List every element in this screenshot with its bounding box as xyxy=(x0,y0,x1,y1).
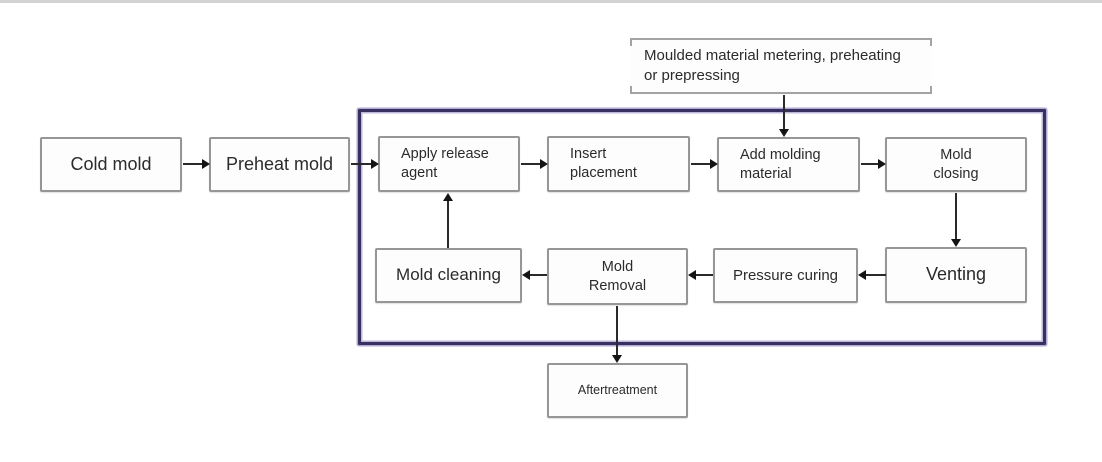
top-divider-rule xyxy=(0,0,1102,3)
arrow-apply-release-to-insert xyxy=(521,163,540,165)
node-mold-cleaning: Mold cleaning xyxy=(375,248,522,303)
node-aftertreatment: Aftertreatment xyxy=(547,363,688,418)
arrow-preheat-to-apply-release xyxy=(351,163,371,165)
node-mold-removal: Mold Removal xyxy=(547,248,688,305)
arrow-mold-removal-to-aftertreatment xyxy=(616,306,618,355)
arrow-add-molding-to-mold-closing xyxy=(861,163,878,165)
node-venting: Venting xyxy=(885,247,1027,303)
arrow-mold-removal-to-mold-cleaning xyxy=(530,274,547,276)
arrow-mold-closing-to-venting xyxy=(955,193,957,239)
node-material-metering-preheating: Moulded material metering, preheating or… xyxy=(630,38,932,94)
arrow-cold-to-preheat xyxy=(183,163,202,165)
arrow-pressure-curing-to-mold-removal xyxy=(696,274,713,276)
arrow-mold-cleaning-to-apply-release xyxy=(447,201,449,248)
arrow-venting-to-pressure-curing xyxy=(866,274,886,276)
node-preheat-mold: Preheat mold xyxy=(209,137,350,192)
node-mold-closing: Mold closing xyxy=(885,137,1027,192)
node-cold-mold: Cold mold xyxy=(40,137,182,192)
in-mold-process-container xyxy=(358,109,1046,345)
arrow-metering-to-add-molding xyxy=(783,95,785,129)
node-insert-placement: Insert placement xyxy=(547,136,690,192)
node-add-molding-material: Add molding material xyxy=(717,137,860,192)
node-apply-release-agent: Apply release agent xyxy=(378,136,520,192)
arrow-insert-to-add-molding xyxy=(691,163,710,165)
node-pressure-curing: Pressure curing xyxy=(713,248,858,303)
